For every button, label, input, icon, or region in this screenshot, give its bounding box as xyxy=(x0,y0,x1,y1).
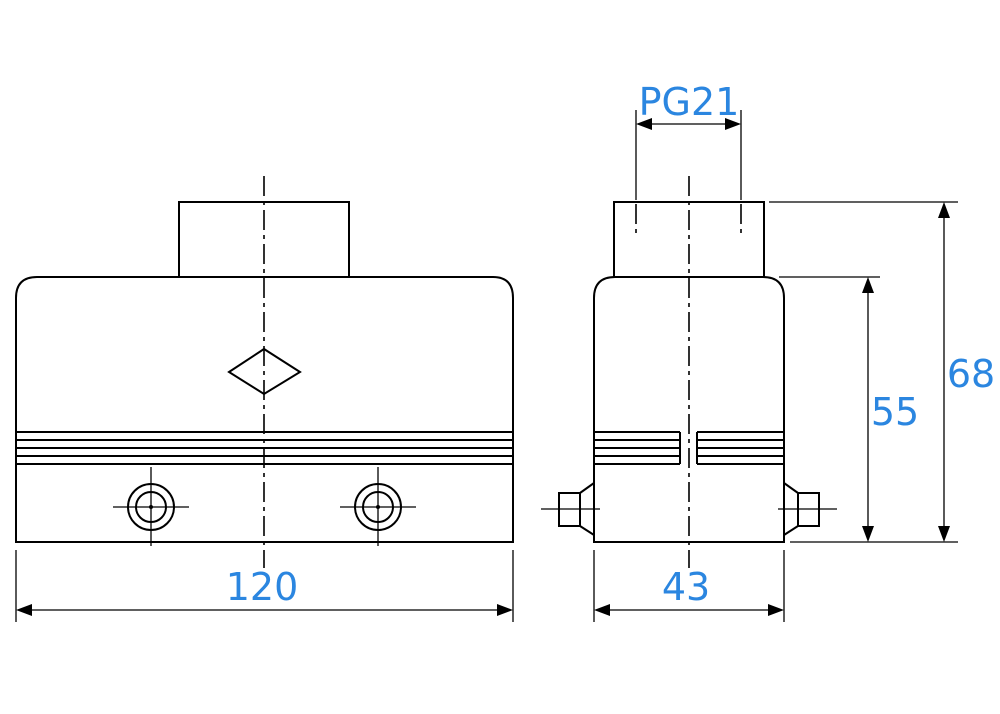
front-diamond-mark xyxy=(227,347,302,396)
dimension-43 xyxy=(593,550,785,622)
side-ribs xyxy=(594,431,784,465)
label-height-total: 68 xyxy=(947,352,995,396)
dimension-68 xyxy=(769,201,958,543)
front-screw-left xyxy=(113,467,189,546)
side-latch-pin-left xyxy=(541,482,600,536)
side-latch-pin-right xyxy=(778,482,837,536)
dimension-55 xyxy=(779,276,880,543)
label-height-body: 55 xyxy=(871,390,919,434)
side-view xyxy=(541,176,837,568)
dimension-120 xyxy=(15,550,514,622)
front-housing-outline xyxy=(15,276,514,543)
label-width-side: 43 xyxy=(662,565,710,609)
front-view xyxy=(15,176,514,568)
front-screw-right xyxy=(340,467,416,546)
dimension-pg21 xyxy=(635,110,742,200)
label-width-front: 120 xyxy=(226,565,299,609)
side-housing-outline xyxy=(593,276,785,543)
label-thread: PG21 xyxy=(639,80,740,124)
